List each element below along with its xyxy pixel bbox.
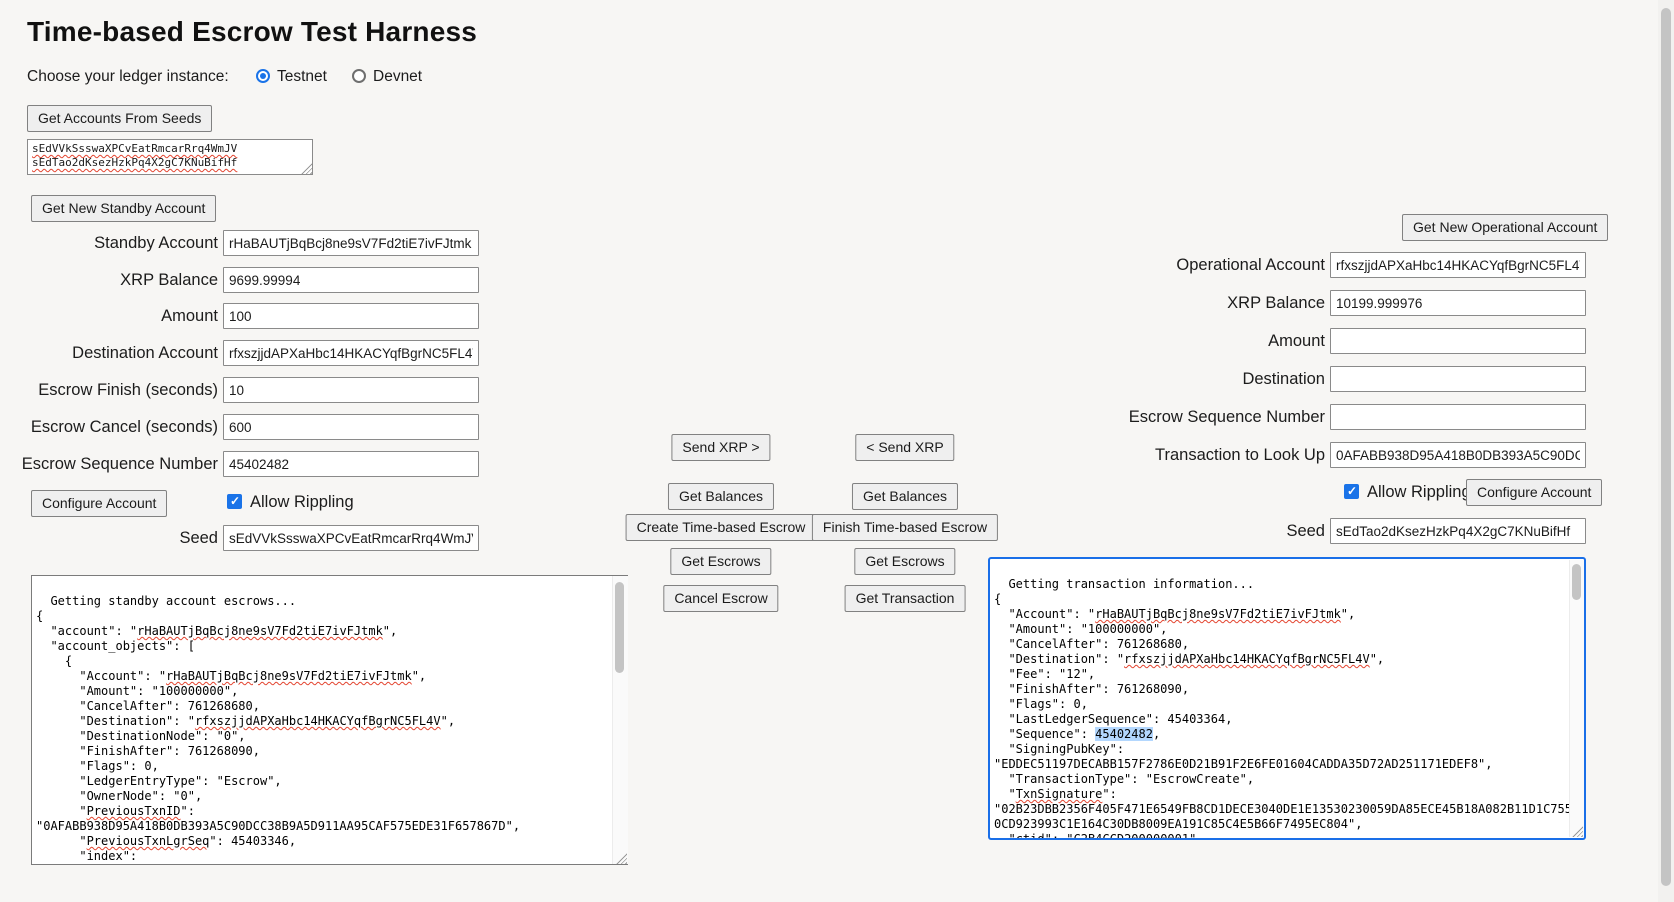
standby-account-field[interactable] <box>223 230 479 256</box>
standby-output-text: Getting standby account escrows... { "ac… <box>36 594 521 863</box>
standby-escrow-sequence-label: Escrow Sequence Number <box>21 455 218 473</box>
escrow-finish-seconds-label: Escrow Finish (seconds) <box>38 381 218 399</box>
standby-account-label: Standby Account <box>94 234 218 252</box>
standby-output-textarea[interactable]: Getting standby account escrows... { "ac… <box>31 575 628 865</box>
seeds-text: sEdVVkSsswaXPCvEatRmcarRrq4WmJV sEdTao2d… <box>32 142 238 169</box>
operational-output-textarea[interactable]: Getting transaction information... { "Ac… <box>988 557 1586 840</box>
operational-account-label: Operational Account <box>1176 256 1325 274</box>
get-new-operational-account-button[interactable]: Get New Operational Account <box>1402 214 1609 241</box>
configure-operational-account-button[interactable]: Configure Account <box>1466 479 1603 506</box>
transaction-to-look-up-field[interactable] <box>1330 442 1586 468</box>
operational-destination-field[interactable] <box>1330 366 1586 392</box>
testnet-radio[interactable] <box>256 69 270 83</box>
transaction-to-look-up-label: Transaction to Look Up <box>1155 446 1325 464</box>
devnet-radio-label[interactable]: Devnet <box>373 68 423 85</box>
get-escrows-standby-button[interactable]: Get Escrows <box>670 548 772 575</box>
devnet-radio[interactable] <box>352 69 366 83</box>
operational-amount-label: Amount <box>1268 332 1325 350</box>
operational-escrow-sequence-label: Escrow Sequence Number <box>1128 408 1325 426</box>
standby-allow-rippling-label: Allow Rippling <box>250 493 354 511</box>
page-scrollbar <box>1658 0 1674 902</box>
get-accounts-from-seeds-button[interactable]: Get Accounts From Seeds <box>27 105 213 132</box>
operational-seed-label: Seed <box>1286 522 1325 540</box>
page-title: Time-based Escrow Test Harness <box>27 16 478 47</box>
operational-output-scrollbar <box>1569 560 1584 837</box>
operational-output-resize-handle[interactable] <box>1572 826 1583 837</box>
operational-seed-field[interactable] <box>1330 518 1586 544</box>
cancel-escrow-button[interactable]: Cancel Escrow <box>663 585 779 612</box>
operational-output-scrollbar-thumb[interactable] <box>1572 564 1581 600</box>
standby-output-scrollbar-thumb[interactable] <box>615 582 624 673</box>
operational-account-field[interactable] <box>1330 252 1586 278</box>
escrow-cancel-seconds-field[interactable] <box>223 414 479 440</box>
operational-allow-rippling-checkbox[interactable] <box>1344 484 1359 499</box>
get-transaction-button[interactable]: Get Transaction <box>844 585 966 612</box>
standby-amount-field[interactable] <box>223 303 479 329</box>
escrow-cancel-seconds-label: Escrow Cancel (seconds) <box>30 418 218 436</box>
standby-allow-rippling-checkbox[interactable] <box>227 494 242 509</box>
operational-xrp-balance-field[interactable] <box>1330 290 1586 316</box>
standby-xrp-balance-field[interactable] <box>223 267 479 293</box>
operational-xrp-balance-label: XRP Balance <box>1227 294 1325 312</box>
seeds-textarea[interactable]: sEdVVkSsswaXPCvEatRmcarRrq4WmJV sEdTao2d… <box>27 139 313 175</box>
standby-xrp-balance-label: XRP Balance <box>120 271 218 289</box>
standby-output-resize-handle[interactable] <box>616 853 627 864</box>
testnet-radio-label[interactable]: Testnet <box>277 68 327 85</box>
standby-seed-field[interactable] <box>223 525 479 551</box>
ledger-instance-label: Choose your ledger instance: <box>27 68 229 85</box>
send-xrp-left-button[interactable]: < Send XRP <box>855 434 955 461</box>
get-escrows-operational-button[interactable]: Get Escrows <box>854 548 956 575</box>
create-time-based-escrow-button[interactable]: Create Time-based Escrow <box>625 514 817 541</box>
standby-destination-field[interactable] <box>223 340 479 366</box>
get-new-standby-account-button[interactable]: Get New Standby Account <box>31 195 217 222</box>
escrow-finish-seconds-field[interactable] <box>223 377 479 403</box>
finish-time-based-escrow-button[interactable]: Finish Time-based Escrow <box>811 514 999 541</box>
operational-amount-field[interactable] <box>1330 328 1586 354</box>
operational-allow-rippling-label: Allow Rippling <box>1367 483 1471 501</box>
seeds-textarea-resize-handle[interactable] <box>301 163 312 174</box>
get-balances-operational-button[interactable]: Get Balances <box>851 483 959 510</box>
operational-output-text: Getting transaction information... { "Ac… <box>994 577 1572 840</box>
operational-destination-label: Destination <box>1242 370 1325 388</box>
standby-escrow-sequence-field[interactable] <box>223 451 479 477</box>
standby-amount-label: Amount <box>161 307 218 325</box>
standby-seed-label: Seed <box>179 529 218 547</box>
standby-destination-label: Destination Account <box>72 344 218 362</box>
send-xrp-right-button[interactable]: Send XRP > <box>671 434 771 461</box>
operational-escrow-sequence-field[interactable] <box>1330 404 1586 430</box>
get-balances-standby-button[interactable]: Get Balances <box>667 483 775 510</box>
page-scrollbar-thumb[interactable] <box>1661 8 1671 886</box>
configure-standby-account-button[interactable]: Configure Account <box>31 490 168 517</box>
